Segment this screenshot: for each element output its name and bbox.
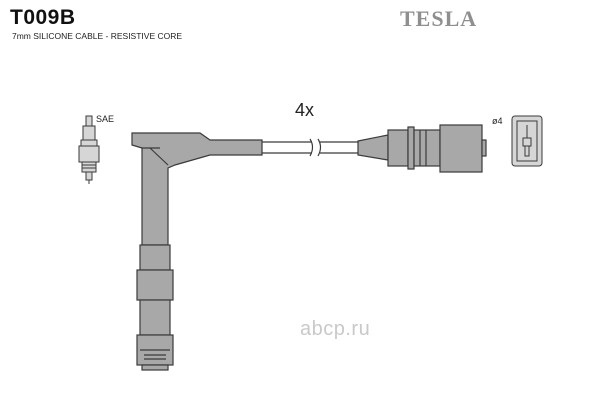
- terminal-icon: [511, 115, 543, 167]
- watermark: abcp.ru: [300, 318, 371, 340]
- straight-boot: [357, 124, 487, 173]
- spark-plug-icon: [78, 115, 100, 184]
- cable: [262, 138, 358, 157]
- part-code: T009B: [10, 6, 76, 29]
- cable-description: 7mm SILICONE CABLE - RESISTIVE CORE: [12, 31, 183, 41]
- quantity-label: 4x: [295, 100, 315, 120]
- terminal-size-label: ø4: [492, 116, 503, 126]
- sae-label: SAE: [96, 114, 115, 124]
- brand-logo: TESLA: [400, 6, 478, 31]
- angled-plug-boot: [131, 132, 263, 371]
